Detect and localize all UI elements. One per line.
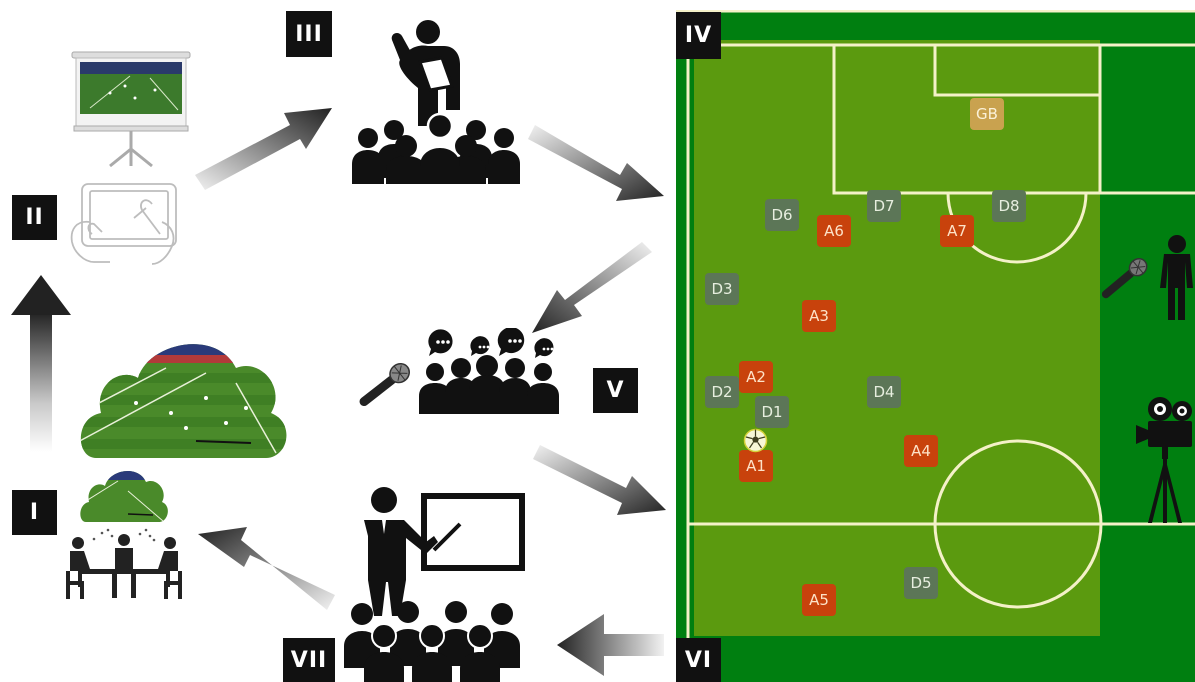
player-marker-d2: D2: [705, 376, 739, 408]
player-marker-a7: A7: [940, 215, 974, 247]
small-cloud-image: [80, 470, 168, 522]
player-marker-a6: A6: [817, 215, 851, 247]
stage-label-v: V: [593, 368, 638, 413]
soccer-ball-icon: [743, 428, 768, 453]
stage-label-vi: VI: [676, 638, 721, 682]
commentator-icon: [1101, 235, 1193, 320]
player-marker-d7: D7: [867, 190, 901, 222]
player-marker-a2: A2: [739, 361, 773, 393]
field-cloud-image: [80, 344, 287, 458]
projector-screen-icon: [71, 51, 191, 168]
player-marker-d8: D8: [992, 190, 1026, 222]
stage-label-iv: IV: [676, 12, 721, 59]
football-pitch: [676, 10, 1195, 682]
player-marker-d5: D5: [904, 567, 938, 599]
player-marker-d1: D1: [755, 396, 789, 428]
player-marker-d6: D6: [765, 199, 799, 231]
presenter-crowd-icon: [352, 20, 520, 184]
meeting-table-icon: [66, 528, 182, 599]
discussion-crowd-icon: [359, 328, 559, 414]
player-marker-a1: A1: [739, 450, 773, 482]
player-marker-a4: A4: [904, 435, 938, 467]
process-arrows: [11, 108, 666, 676]
arrow-i-to-ii: [11, 275, 71, 452]
player-marker-d4: D4: [867, 376, 901, 408]
stage-label-i: I: [12, 490, 57, 535]
player-marker-a5: A5: [802, 584, 836, 616]
stage-label-iii: III: [286, 11, 332, 57]
player-marker-gb: GB: [970, 98, 1004, 130]
tablet-hands-icon: [70, 183, 177, 265]
teacher-board-crowd-icon: [344, 487, 525, 682]
video-camera-icon: [1136, 397, 1192, 523]
player-marker-a3: A3: [802, 300, 836, 332]
stage-label-vii: VII: [283, 638, 335, 682]
player-marker-d3: D3: [705, 273, 739, 305]
stage-label-ii: II: [12, 195, 57, 240]
